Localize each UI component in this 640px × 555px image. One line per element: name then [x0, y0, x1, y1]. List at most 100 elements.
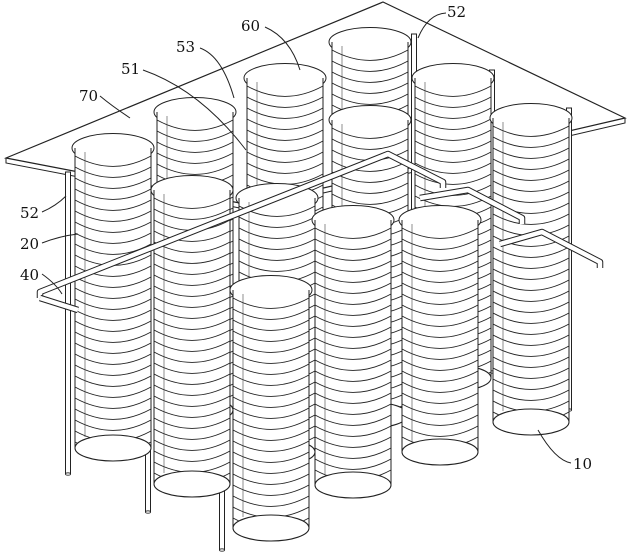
- label-20: 20: [20, 235, 39, 253]
- column-left-ring: [74, 210, 152, 222]
- column-front-ring: [232, 308, 310, 320]
- cross-frame: [36, 150, 604, 314]
- column-lower-right-ring: [401, 359, 479, 371]
- column-lower-left-ring: [153, 318, 231, 330]
- column-lower-left-ring: [153, 406, 231, 418]
- column-lower-mid-ring: [314, 326, 392, 338]
- column-lower-mid-ring: [314, 381, 392, 393]
- column-right-ring: [492, 257, 570, 269]
- column-mid-right-ring: [331, 193, 409, 205]
- leader-52-top: [417, 12, 447, 39]
- column-front-ring: [232, 385, 310, 397]
- column-left-ring: [74, 364, 152, 376]
- column-mid-left-ring: [156, 152, 234, 164]
- column-right-ring: [492, 180, 570, 192]
- leader-52-left: [41, 195, 67, 213]
- column-mid-center-ring: [246, 140, 324, 152]
- bellows-columns: [71, 27, 573, 542]
- column-right-ring: [492, 158, 570, 170]
- column-back-right-ring: [414, 85, 492, 97]
- column-front-ring: [232, 484, 310, 496]
- column-lower-left-ring: [153, 274, 231, 286]
- column-back-right-ring: [414, 173, 492, 185]
- column-lower-right-ring: [401, 370, 479, 382]
- column-lower-right-body: [402, 220, 478, 452]
- column-lower-left-ring: [153, 384, 231, 396]
- column-front-bottom-disc: [232, 514, 310, 542]
- label-51: 51: [121, 60, 140, 78]
- column-right: [489, 103, 573, 436]
- label-52-top: 52: [447, 3, 466, 21]
- column-left-ring: [74, 309, 152, 321]
- column-left-ring: [74, 386, 152, 398]
- column-lower-mid-ring: [314, 282, 392, 294]
- column-left-ring: [74, 199, 152, 211]
- leader-20: [41, 233, 79, 244]
- column-lower-right-ring: [401, 414, 479, 426]
- column-front-ring: [232, 396, 310, 408]
- column-lower-right-ring: [401, 260, 479, 272]
- column-mid-left-ring: [156, 141, 234, 153]
- leader-10: [537, 429, 572, 464]
- column-mid-left-ring: [156, 130, 234, 142]
- column-front-ring: [232, 319, 310, 331]
- column-back-right-ring: [414, 151, 492, 163]
- column-right-ring: [492, 323, 570, 335]
- column-right-ring: [492, 312, 570, 324]
- column-left-ring: [74, 221, 152, 233]
- column-lower-mid-ring: [314, 392, 392, 404]
- column-lower-right-ring: [401, 348, 479, 360]
- column-right-ring: [492, 147, 570, 159]
- column-mid-left-ring: [156, 119, 234, 131]
- column-lower-mid-ring: [314, 227, 392, 239]
- leader-60: [264, 26, 301, 71]
- column-mid-center-ring: [246, 118, 324, 130]
- column-right-ring: [492, 268, 570, 280]
- column-lower-mid-body: [315, 220, 391, 485]
- column-right-ring: [492, 213, 570, 225]
- column-left-ring: [74, 320, 152, 332]
- frame-far-beam-inner: [499, 229, 603, 268]
- column-right-ring: [492, 169, 570, 181]
- leader-40: [41, 273, 63, 295]
- column-lower-left-ring: [153, 417, 231, 429]
- column-front-ring: [232, 374, 310, 386]
- column-right-ring: [492, 125, 570, 137]
- column-mid-right-ring: [331, 138, 409, 150]
- column-lower-left-ring: [153, 450, 231, 462]
- column-front-ring: [232, 495, 310, 507]
- column-front-ring: [232, 429, 310, 441]
- column-lower-right-ring: [401, 381, 479, 393]
- column-left-ring: [74, 353, 152, 365]
- column-back-center-ring: [331, 60, 409, 72]
- column-lower-center-ring: [238, 238, 316, 250]
- column-left-ring: [74, 155, 152, 167]
- column-lower-right-ring: [401, 403, 479, 415]
- column-lower-mid-ring: [314, 337, 392, 349]
- column-lower-right-ring: [401, 282, 479, 294]
- column-lower-left-ring: [153, 307, 231, 319]
- column-back-center-ring: [331, 82, 409, 94]
- column-back-right-ring: [414, 162, 492, 174]
- column-lower-left-ring: [153, 230, 231, 242]
- column-lower-mid-ring: [314, 348, 392, 360]
- frame-right-beam-inner: [419, 187, 525, 224]
- column-lower-center-ring: [238, 249, 316, 261]
- column-mid-center-ring: [246, 85, 324, 97]
- column-lower-mid-ring: [314, 315, 392, 327]
- column-left-ring: [74, 166, 152, 178]
- column-left-ring: [74, 331, 152, 343]
- column-back-right-ring: [414, 96, 492, 108]
- column-back-center-ring: [331, 49, 409, 61]
- column-front-ring: [232, 418, 310, 430]
- column-left-ring: [74, 265, 152, 277]
- column-lower-mid-ring: [314, 458, 392, 470]
- label-70: 70: [79, 87, 98, 105]
- frame-main-beam-inner: [37, 151, 446, 298]
- column-mid-right-ring: [331, 160, 409, 172]
- column-front-ring: [232, 352, 310, 364]
- column-lower-left-ring: [153, 351, 231, 363]
- column-left-ring: [74, 342, 152, 354]
- column-lower-mid-ring: [314, 249, 392, 261]
- column-lower-mid-ring: [314, 260, 392, 272]
